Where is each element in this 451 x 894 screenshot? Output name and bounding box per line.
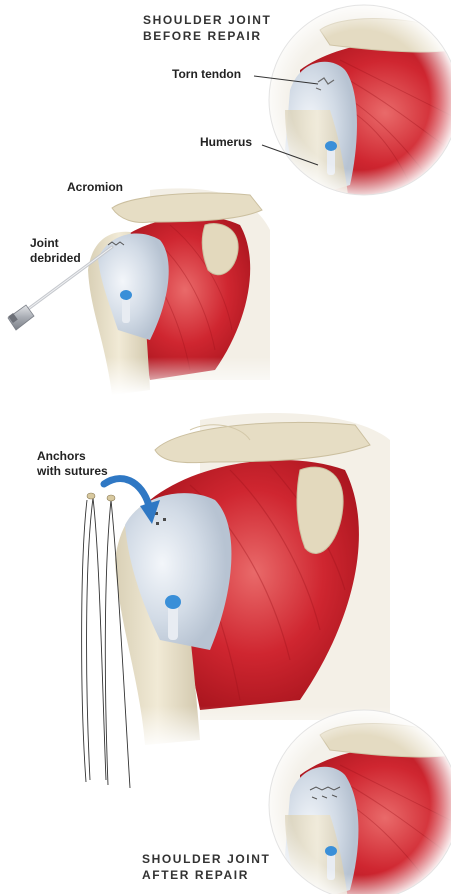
- caption-before-repair: SHOULDER JOINT BEFORE REPAIR: [143, 12, 271, 44]
- label-anchors-with-sutures: Anchors with sutures: [37, 449, 108, 479]
- anchor-heads: [87, 493, 115, 501]
- label-acromion: Acromion: [67, 180, 123, 195]
- caption-after-repair: SHOULDER JOINT AFTER REPAIR: [142, 851, 270, 883]
- before-repair-zoom: [260, 0, 451, 210]
- label-joint-debrided: Joint debrided: [30, 236, 81, 266]
- anchors-shoulder: [100, 413, 400, 750]
- label-humerus: Humerus: [200, 135, 252, 150]
- label-torn-tendon: Torn tendon: [172, 67, 241, 82]
- debrided-shoulder: [80, 188, 280, 395]
